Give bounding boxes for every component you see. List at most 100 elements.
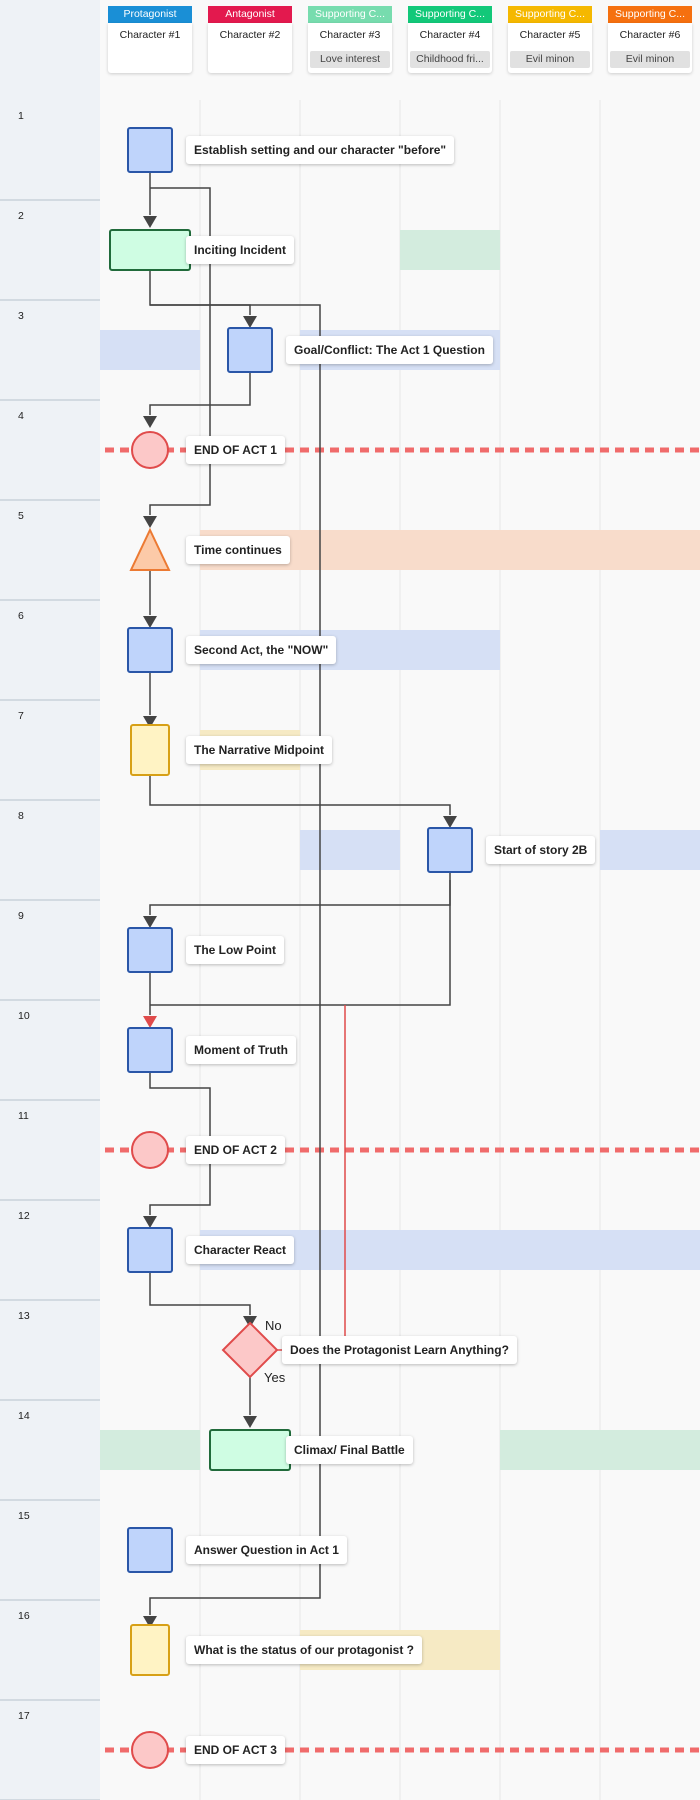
row-number-label: 14 xyxy=(18,1410,30,1422)
lane-card: Character #2 xyxy=(208,23,292,73)
step-label-11[interactable]: END OF ACT 2 xyxy=(186,1136,285,1164)
lane-role-tag: Supporting C... xyxy=(508,6,592,23)
decision-yes-label: Yes xyxy=(264,1370,286,1385)
lane-header-6[interactable]: Supporting C... Character #6 Evil minon xyxy=(608,6,692,73)
row-number-label: 2 xyxy=(18,210,24,222)
row-number-label: 4 xyxy=(18,410,24,422)
arrowhead xyxy=(443,816,457,828)
lane-role-tag: Supporting C... xyxy=(308,6,392,23)
row-number-label: 17 xyxy=(18,1710,30,1722)
lane-highlight-band xyxy=(100,1430,200,1470)
lane-character-name: Character #6 xyxy=(619,29,681,41)
row-number-label: 9 xyxy=(18,910,24,922)
lane-highlight-band xyxy=(300,830,400,870)
row-number-label: 13 xyxy=(18,1310,30,1322)
row-number-label: 1 xyxy=(18,110,24,122)
note-rect-16 xyxy=(130,1624,170,1676)
step-label-12[interactable]: Character React xyxy=(186,1236,295,1264)
step-label-9[interactable]: The Low Point xyxy=(186,936,284,964)
lane-card: Character #1 xyxy=(108,23,192,73)
arrowhead xyxy=(243,316,257,328)
step-label-6[interactable]: Second Act, the "NOW" xyxy=(186,636,337,664)
connector-line xyxy=(149,1272,251,1315)
lane-card: Character #6 Evil minon xyxy=(608,23,692,73)
step-label-5[interactable]: Time continues xyxy=(186,536,290,564)
row-number-label: 15 xyxy=(18,1510,30,1522)
row-number-label: 10 xyxy=(18,1010,30,1022)
step-label-14[interactable]: Climax/ Final Battle xyxy=(286,1436,413,1464)
connector-line xyxy=(149,304,321,1615)
lane-header-4[interactable]: Supporting C... Character #4 Childhood fri… xyxy=(408,6,492,73)
step-label-13[interactable]: Does the Protagonist Learn Anything? xyxy=(282,1336,517,1364)
row-number-label: 11 xyxy=(18,1110,29,1122)
lane-character-note: Evil minon xyxy=(510,51,590,68)
step-label-2[interactable]: Inciting Incident xyxy=(186,236,294,264)
lane-highlight-band xyxy=(600,830,700,870)
row-number-label: 16 xyxy=(18,1610,30,1622)
connector-line xyxy=(150,880,451,1006)
row-number-label: 8 xyxy=(18,810,24,822)
row-number-label: 12 xyxy=(18,1210,30,1222)
arrowhead xyxy=(143,1216,157,1228)
process-square-9 xyxy=(127,927,173,973)
lane-header-5[interactable]: Supporting C... Character #5 Evil minon xyxy=(508,6,592,73)
process-square-12 xyxy=(127,1227,173,1273)
arrowhead xyxy=(143,216,157,228)
process-square-3 xyxy=(227,327,273,373)
lane-role-tag: Antagonist xyxy=(208,6,292,23)
lane-character-name: Character #4 xyxy=(419,29,481,41)
note-rect-7 xyxy=(130,724,170,776)
step-label-1[interactable]: Establish setting and our character "bef… xyxy=(186,136,455,164)
step-label-3[interactable]: Goal/Conflict: The Act 1 Question xyxy=(286,336,493,364)
process-square-8 xyxy=(427,827,473,873)
event-rect-14 xyxy=(209,1429,291,1471)
arrowhead xyxy=(143,916,157,928)
step-label-7[interactable]: The Narrative Midpoint xyxy=(186,736,333,764)
step-label-15[interactable]: Answer Question in Act 1 xyxy=(186,1536,347,1564)
decision-no-label: No xyxy=(265,1318,282,1333)
arrowhead xyxy=(143,416,157,428)
process-square-6 xyxy=(127,627,173,673)
event-rect-2 xyxy=(109,229,191,271)
lane-highlight-band xyxy=(100,330,200,370)
lane-highlight-band xyxy=(500,1430,700,1470)
lane-card: Character #4 Childhood fri... xyxy=(408,23,492,73)
lane-card: Character #5 Evil minon xyxy=(508,23,592,73)
lane-role-tag: Supporting C... xyxy=(608,6,692,23)
arrowhead xyxy=(143,1016,157,1028)
connector-line xyxy=(149,372,251,415)
step-label-4[interactable]: END OF ACT 1 xyxy=(186,436,285,464)
arrowhead xyxy=(143,716,157,728)
lane-character-name: Character #1 xyxy=(119,29,181,41)
step-label-16[interactable]: What is the status of our protagonist ? xyxy=(186,1636,422,1664)
step-label-8[interactable]: Start of story 2B xyxy=(486,836,596,864)
process-square-10 xyxy=(127,1027,173,1073)
lane-character-name: Character #5 xyxy=(519,29,581,41)
process-square-1 xyxy=(127,127,173,173)
lane-character-note: Love interest xyxy=(310,51,390,68)
row-number-label: 7 xyxy=(18,710,24,722)
lane-role-tag: Supporting C... xyxy=(408,6,492,23)
lane-character-name: Character #2 xyxy=(219,29,281,41)
act-end-circle-17 xyxy=(131,1731,169,1769)
step-label-10[interactable]: Moment of Truth xyxy=(186,1036,296,1064)
row-number-label: 6 xyxy=(18,610,24,622)
lane-role-tag: Protagonist xyxy=(108,6,192,23)
lane-character-note: Evil minon xyxy=(610,51,690,68)
row-number-label: 3 xyxy=(18,310,24,322)
act-end-circle-11 xyxy=(131,1131,169,1169)
arrowhead xyxy=(143,616,157,628)
connector-line xyxy=(149,187,211,515)
lane-character-note: Childhood fri... xyxy=(410,51,490,68)
step-label-17[interactable]: END OF ACT 3 xyxy=(186,1736,285,1764)
decision-diamond-13 xyxy=(221,1321,279,1379)
connector-line xyxy=(149,775,451,815)
arrowhead xyxy=(143,516,157,528)
time-triangle-5 xyxy=(129,527,171,571)
